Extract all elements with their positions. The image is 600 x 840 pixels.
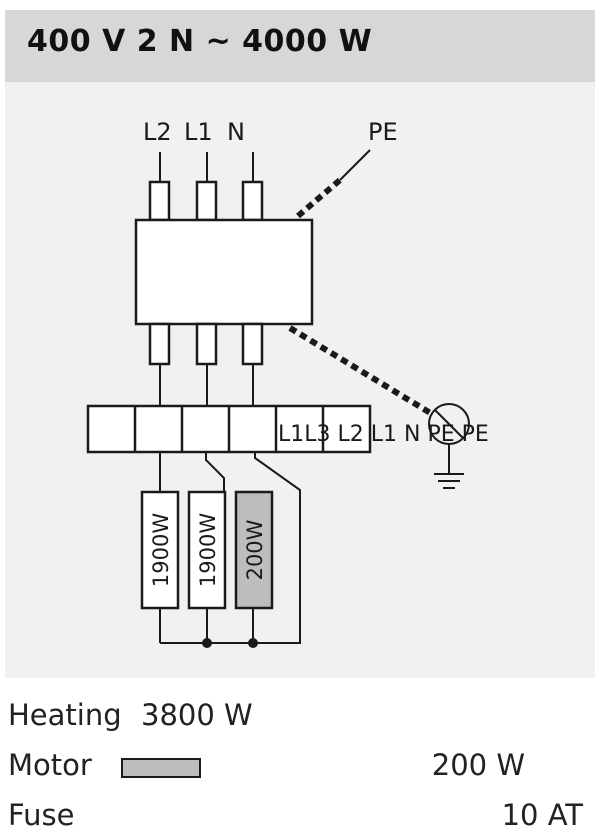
- resistor-label-1: 1900W: [149, 513, 173, 587]
- motor-legend-swatch: [121, 758, 201, 778]
- resistor-heating-2: 1900W: [187, 490, 227, 610]
- header-bar: 400 V 2 N ~ 4000 W: [5, 10, 595, 82]
- motor-value: 200 W: [431, 748, 525, 782]
- pe-label: PE: [368, 118, 398, 146]
- terminal-block: [86, 404, 372, 454]
- supply-wires: [159, 152, 254, 182]
- resistor-motor: 200W: [234, 490, 274, 610]
- pe-dashed-ground: [288, 325, 434, 417]
- motor-label: Motor: [8, 748, 92, 782]
- junction-dot-2: [248, 638, 258, 648]
- lower-plug-pins: [148, 322, 264, 366]
- supply-label-l2: L2: [143, 118, 172, 146]
- upper-plug-pins: [148, 180, 264, 222]
- supply-label-l1: L1: [184, 118, 213, 146]
- junction-dot-1: [202, 638, 212, 648]
- spec-row-heating: Heating 3800 W: [8, 698, 593, 738]
- resistor-heating-1: 1900W: [140, 490, 180, 610]
- resistor-label-2: 1900W: [196, 513, 220, 587]
- resistor-label-3: 200W: [243, 519, 267, 580]
- spec-row-fuse: Fuse 10 AT: [8, 798, 593, 838]
- fuse-label: Fuse: [8, 798, 75, 832]
- ground-symbol: [428, 403, 470, 489]
- pe-lead-top: [339, 149, 371, 181]
- supply-label-n: N: [227, 118, 245, 146]
- heating-value: 3800 W: [141, 698, 253, 732]
- pin-to-terminal-wires: [159, 364, 254, 406]
- heating-label: Heating: [8, 698, 122, 732]
- page-title: 400 V 2 N ~ 4000 W: [27, 24, 373, 59]
- fuse-value: 10 AT: [501, 798, 583, 832]
- heater-wiring: [159, 452, 301, 644]
- wiring-diagram: L2 L1 N PE L1L3 L2 L1 N PE PE: [86, 118, 489, 648]
- pe-dashed-top: [296, 177, 342, 219]
- connector-body: [134, 218, 314, 326]
- spec-row-motor: Motor 200 W: [8, 748, 593, 788]
